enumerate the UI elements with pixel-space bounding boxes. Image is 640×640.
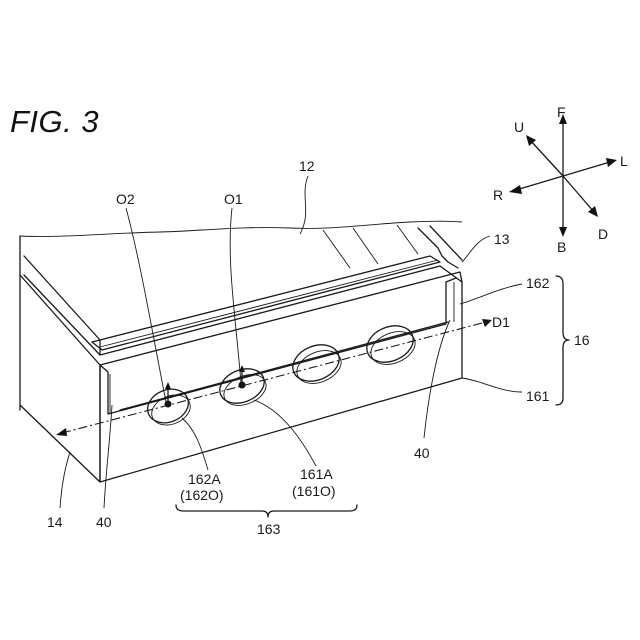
leader-161 xyxy=(462,378,522,392)
label-163: 163 xyxy=(257,521,281,537)
label-O1: O1 xyxy=(224,191,243,207)
d1-center-line xyxy=(62,322,486,433)
axis-down xyxy=(563,176,594,212)
dir-label-u: U xyxy=(514,119,524,135)
leader-162A xyxy=(182,418,208,470)
label-162A: 162A xyxy=(188,471,221,487)
axis-right xyxy=(516,176,563,190)
label-12: 12 xyxy=(299,158,315,174)
label-161: 161 xyxy=(526,388,550,404)
brace-16 xyxy=(556,276,569,405)
axis-up xyxy=(530,140,563,176)
leader-14 xyxy=(60,452,70,508)
direction-compass: F B U D L R xyxy=(493,104,628,255)
panel-seam-3 xyxy=(397,225,418,254)
leader-O2 xyxy=(126,208,166,402)
bracket-163 xyxy=(176,505,357,517)
label-16: 16 xyxy=(574,332,590,348)
arrowhead-r xyxy=(509,185,522,194)
leader-lines xyxy=(60,176,522,508)
openings-163 xyxy=(143,319,420,430)
leader-12 xyxy=(300,176,308,234)
dir-label-r: R xyxy=(493,187,503,203)
label-14: 14 xyxy=(47,514,63,530)
label-162: 162 xyxy=(526,275,550,291)
side-face-14 xyxy=(20,275,100,482)
label-13: 13 xyxy=(494,231,510,247)
dir-label-d: D xyxy=(598,226,608,242)
leader-O1 xyxy=(230,208,241,383)
panel-seam-2 xyxy=(353,228,378,264)
arrowhead-b xyxy=(559,227,567,237)
dir-label-b: B xyxy=(557,239,566,255)
break-line-top xyxy=(20,221,462,236)
dir-label-l: L xyxy=(620,153,628,169)
leader-13 xyxy=(462,236,490,262)
leader-162 xyxy=(460,284,522,304)
recess-162 xyxy=(100,278,456,414)
label-40-left: 40 xyxy=(96,514,112,530)
label-161A: 161A xyxy=(300,466,333,482)
leader-161A xyxy=(254,400,316,466)
d1-arrow-right xyxy=(482,319,492,327)
brace-163 xyxy=(176,505,357,517)
label-40-right: 40 xyxy=(414,445,430,461)
label-d1: D1 xyxy=(492,314,510,330)
label-O2: O2 xyxy=(116,191,135,207)
left-rail xyxy=(24,256,100,355)
arrowhead-l xyxy=(606,158,617,167)
bracket-16 xyxy=(556,276,569,405)
d1-arrow-left xyxy=(56,428,67,436)
axis-left xyxy=(563,162,610,176)
dir-label-f: F xyxy=(557,104,566,120)
panel-seam-1 xyxy=(323,230,350,268)
label-162O: (162O) xyxy=(180,487,224,503)
right-rail-edge xyxy=(430,226,462,260)
label-161O: (161O) xyxy=(292,483,336,499)
arrowhead-O2 xyxy=(165,382,171,389)
